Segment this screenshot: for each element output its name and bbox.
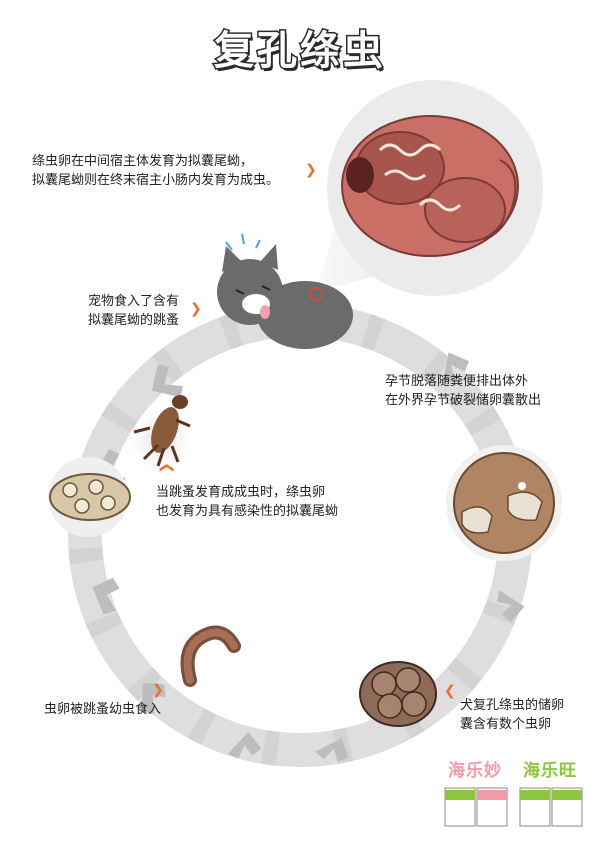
label-segments-shed: 孕节脱落随粪便排出体外 在外界孕节破裂储卵囊散出 — [385, 374, 542, 408]
brand-logo: 海乐旺 — [523, 761, 577, 781]
label-pet-eats-flea: 宠物食入了含有 拟囊尾蚴的跳蚤 — [88, 294, 180, 328]
cat-illustration — [217, 233, 353, 349]
intestine-illustration — [327, 80, 543, 296]
label-flea-matures: 当跳蚤发育成成虫时，绦虫卵 也发育为具有感染性的拟囊尾蚴 — [156, 485, 339, 519]
flea-illustration — [130, 395, 191, 470]
egg-capsule-illustration — [48, 457, 131, 537]
label-egg-develops: 绦虫卵在中间宿主体发育为拟囊尾蚴， 拟囊尾蚴则在终末宿主小肠内发育为成虫。 — [32, 154, 280, 188]
label-egg-capsule: 犬复孔绦虫的储卵 囊含有数个虫卵 — [460, 698, 565, 732]
arrow-icon: ❯ — [157, 462, 174, 474]
arrow-icon: ❯ — [152, 682, 164, 698]
label-eggs-eaten: 虫卵被跳蚤幼虫食入 — [44, 702, 162, 717]
arrow-icon: ❯ — [444, 684, 456, 700]
page-title: 复孔绦虫 — [213, 27, 386, 76]
brand-logo: 海乐妙 — [448, 761, 502, 781]
arrow-icon: ❯ — [305, 162, 317, 178]
arrow-icon: ❯ — [190, 301, 202, 317]
proglottid-illustration — [446, 445, 562, 561]
egg-pouch-illustration — [359, 661, 437, 727]
flea-larva-illustration — [180, 625, 241, 687]
product-boxes — [444, 787, 583, 827]
